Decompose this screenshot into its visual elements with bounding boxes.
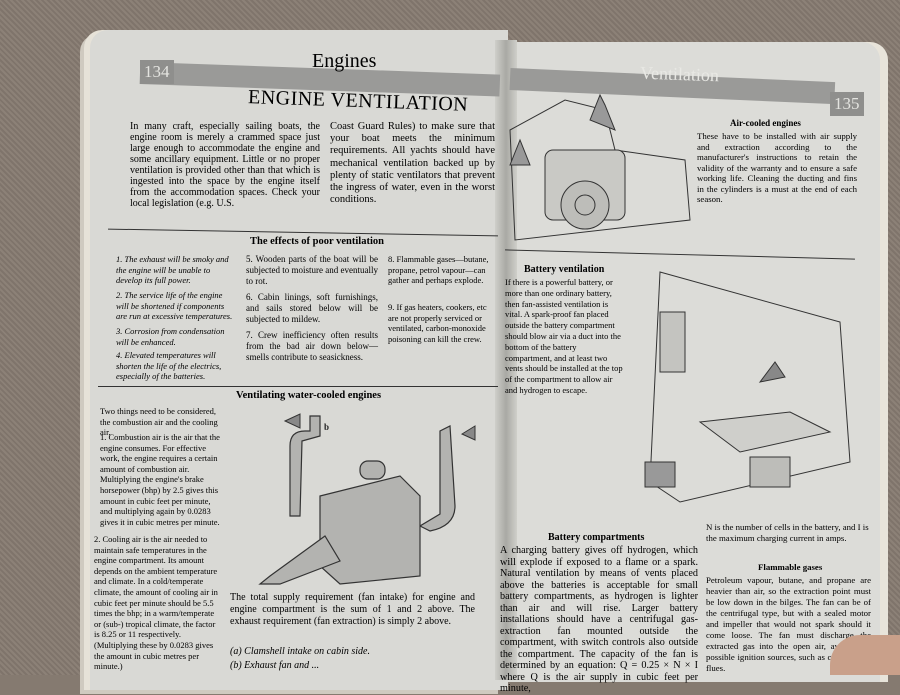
battery-ventilation-heading: Battery ventilation — [524, 264, 605, 275]
water-cooled-heading: Ventilating water-cooled engines — [236, 390, 382, 401]
effect-3: 3. Corrosion from condensation will be e… — [116, 326, 225, 347]
effect-9: 9. If gas heaters, cookers, etc are not … — [388, 302, 487, 344]
engine-ventilation-diagram: b — [258, 413, 476, 585]
arrow-icon — [589, 93, 616, 131]
divider — [98, 386, 498, 387]
filler-cap — [359, 460, 386, 480]
page-number: 135 — [830, 92, 864, 116]
cooling-air-text: 2. Cooling air is the air needed to main… — [94, 534, 218, 672]
flammable-gases-heading: Flammable gases — [758, 562, 823, 572]
list-item-a: (a) Clamshell intake on cabin side. — [230, 646, 370, 657]
effects-heading: The effects of poor ventilation — [250, 236, 384, 247]
effect-2: 2. The service life of the engine will b… — [116, 290, 233, 322]
arrow-icon — [758, 361, 786, 383]
left-page — [90, 30, 508, 690]
section-title: Ventilation — [639, 62, 720, 86]
effect-7: 7. Crew inefficiency often results from … — [246, 330, 378, 362]
combustion-air-text: 1. Combustion air is the air that the en… — [100, 432, 220, 527]
effect-5: 5. Wooden parts of the boat will be subj… — [246, 254, 378, 286]
book-gutter — [495, 40, 517, 680]
engine-block — [319, 475, 421, 585]
intro-column-1: In many craft, especially sailing boats,… — [130, 121, 320, 209]
right-page — [505, 42, 880, 682]
effect-8: 8. Flammable gases—butane, propane, petr… — [388, 254, 489, 285]
intake-duct — [289, 415, 321, 517]
diagram-label-b: b — [324, 422, 329, 432]
battery-compartments-heading: Battery compartments — [548, 532, 645, 543]
flammable-gases-text: Petroleum vapour, butane, and propane ar… — [706, 575, 871, 673]
page-number: 134 — [140, 60, 174, 84]
exhaust-duct — [418, 425, 456, 532]
effect-6: 6. Cabin linings, soft furnishings, and … — [246, 292, 378, 324]
battery-compartment-illustration — [644, 271, 851, 503]
air-cooled-heading: Air-cooled engines — [730, 118, 801, 128]
thumb — [830, 635, 900, 675]
effect-1: 1. The exhaust will be smoky and the eng… — [116, 254, 229, 286]
section-title: Engines — [312, 50, 377, 72]
air-cooled-text: These have to be installed with air supp… — [697, 131, 857, 204]
effect-4: 4. Elevated temperatures will shorten th… — [116, 350, 222, 382]
drive-shaft — [258, 535, 341, 585]
arrow-icon — [283, 413, 301, 429]
side-intro: Two things need to be considered, the co… — [100, 406, 218, 438]
battery-compartments-text: A charging battery gives off hydrogen, w… — [500, 545, 698, 694]
supply-text: The total supply requirement (fan intake… — [230, 592, 475, 627]
list-item-b: (b) Exhaust fan and ... — [230, 660, 320, 671]
cells-explanation-text: N is the number of cells in the battery,… — [706, 522, 869, 543]
arrow-icon — [509, 138, 531, 166]
intro-column-2: Coast Guard Rules) to make sure that you… — [330, 121, 495, 206]
air-cooled-engine-illustration — [509, 93, 691, 241]
battery-ventilation-text: If there is a powerful battery, or more … — [505, 277, 623, 395]
arrow-icon — [460, 425, 476, 441]
